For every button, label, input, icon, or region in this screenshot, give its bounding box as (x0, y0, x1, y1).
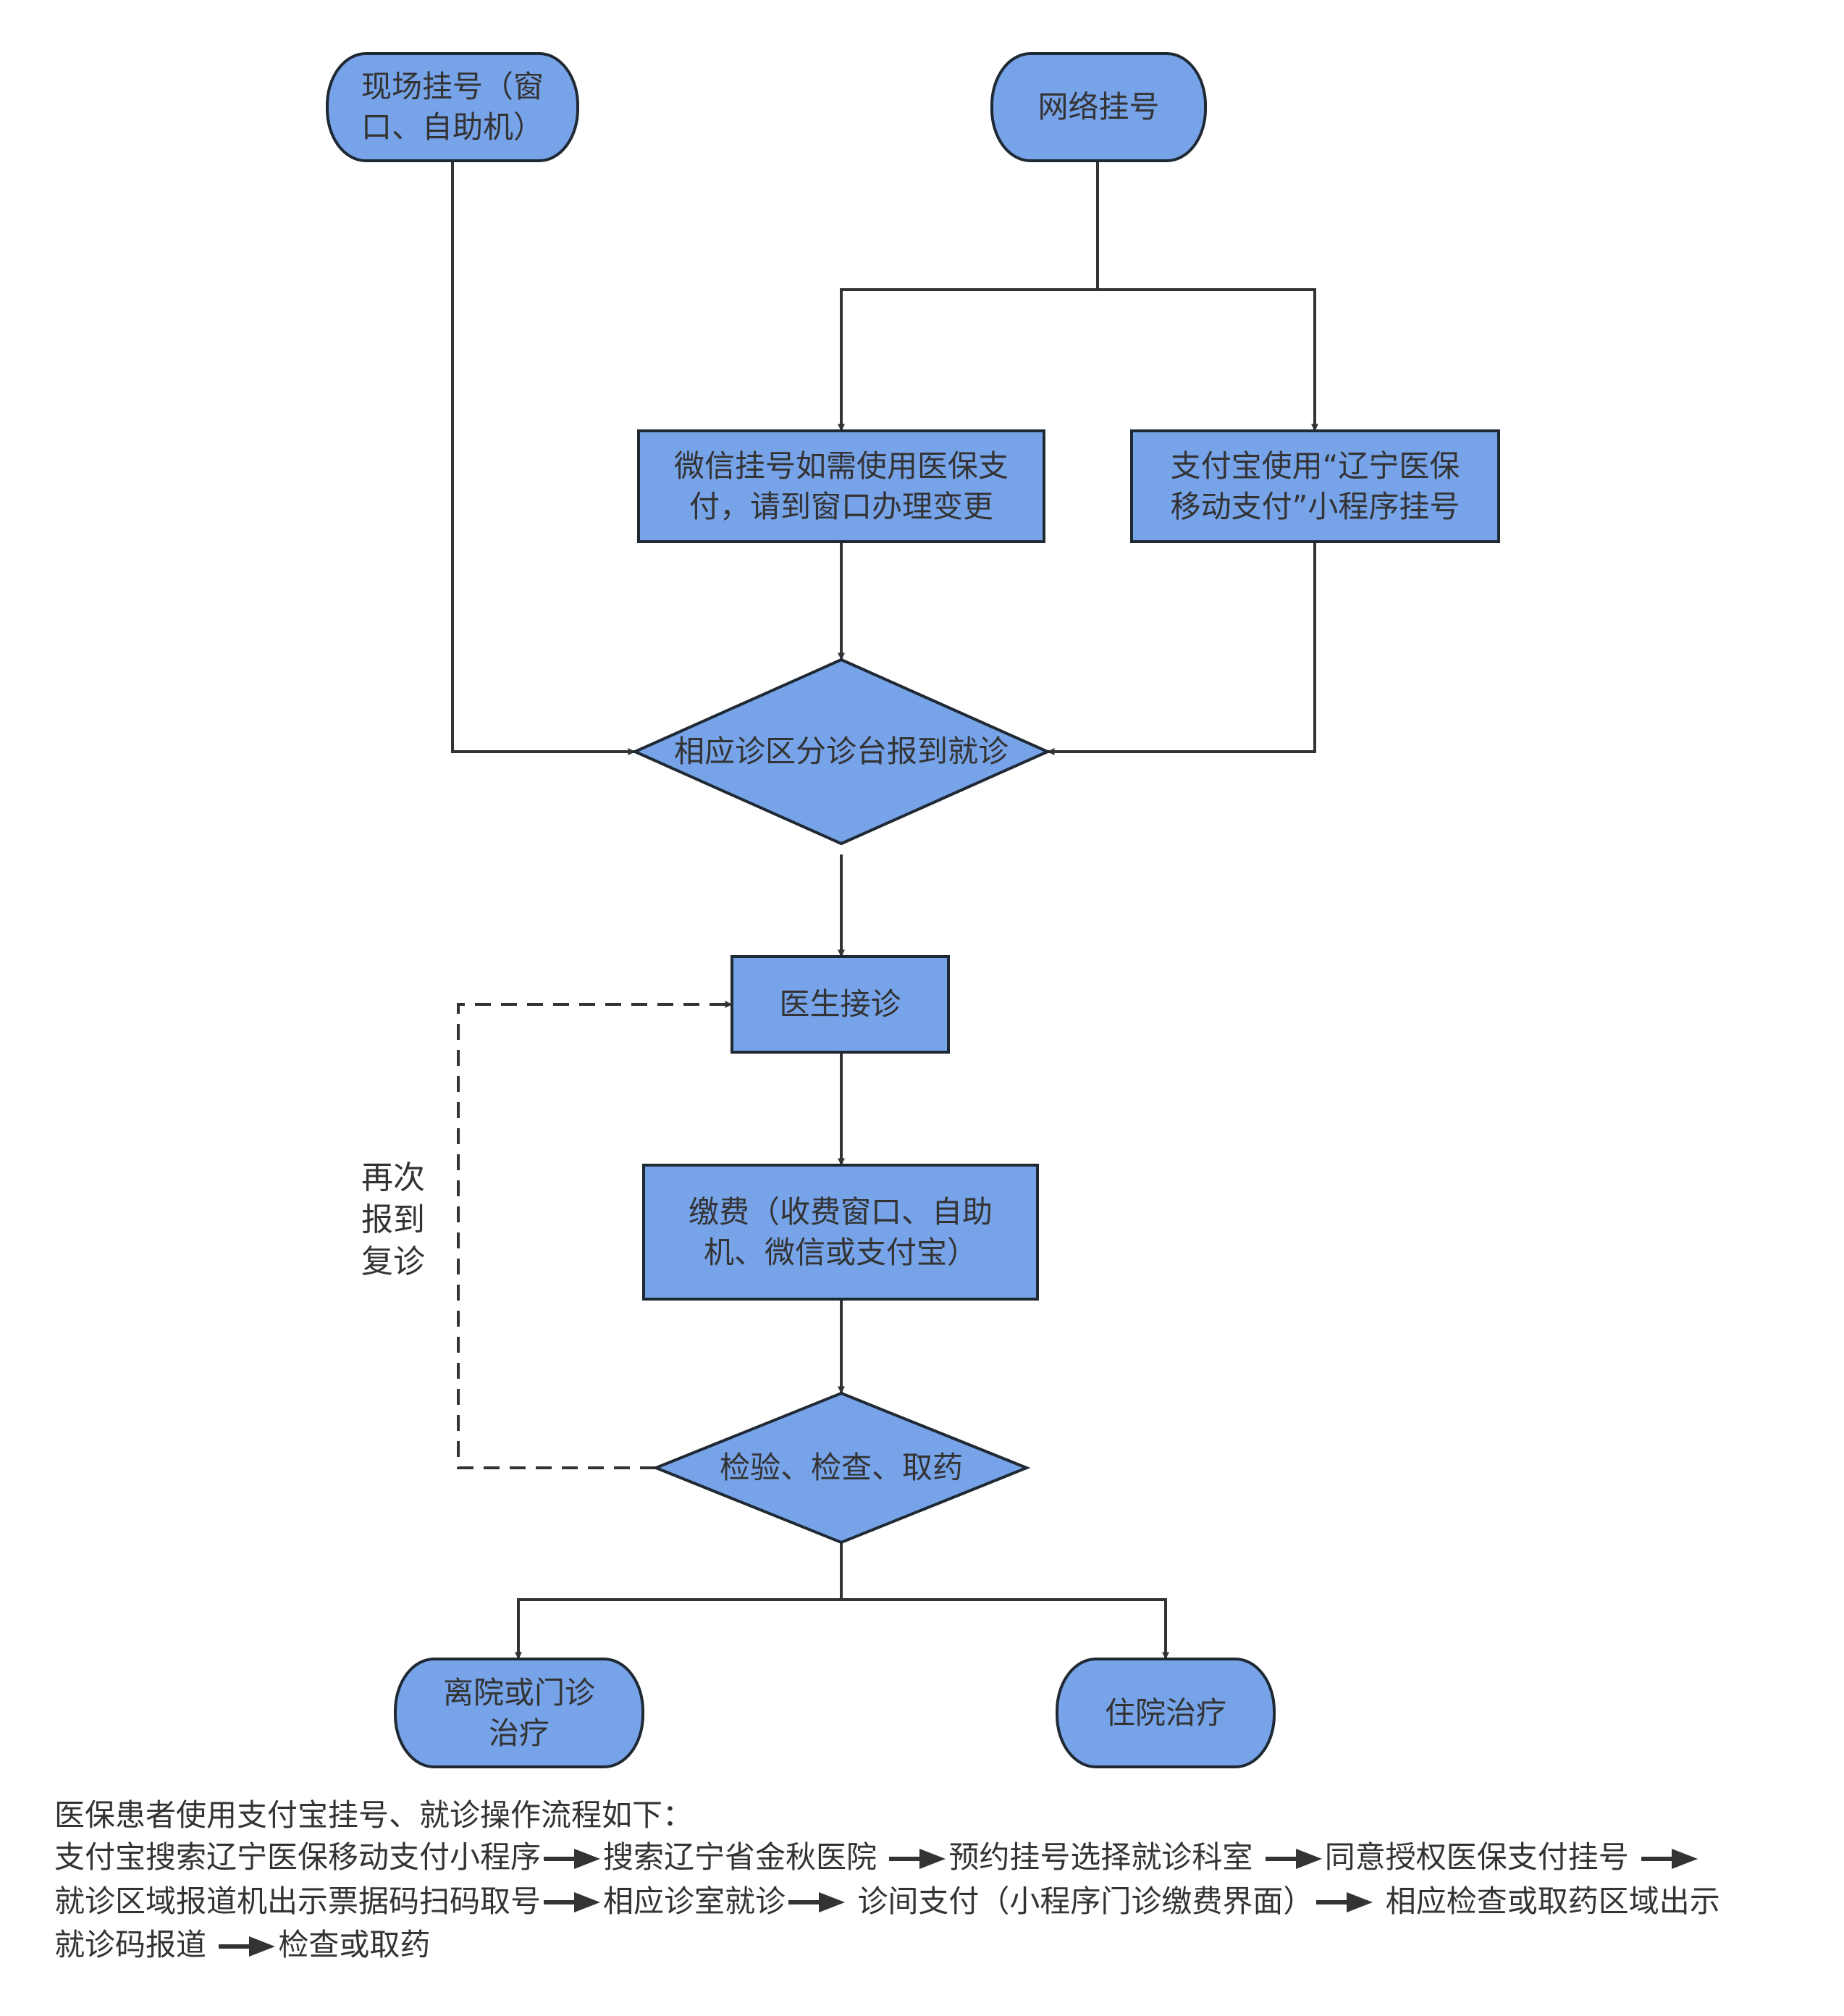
node-line: 移动支付”小程序挂号 (1170, 488, 1460, 524)
shape-triage-checkin (631, 658, 1051, 846)
right-arrow-icon (889, 1839, 946, 1881)
notes-line-3: 就诊码报道 检查或取药 (54, 1924, 1821, 1968)
node-line: 微信挂号如需使用医保支 (673, 448, 1009, 484)
shape-hospitalization (1056, 1658, 1276, 1768)
edge-onsite-registration-to-triage-checkin (451, 161, 636, 755)
node-line: 缴费（收费窗口、自助 (688, 1193, 993, 1230)
notes-step: 支付宝搜索辽宁医保移动支付小程序 (54, 1839, 542, 1875)
loop-edge-label: 再次 报到 复诊 (353, 1157, 433, 1283)
node-line: 付，请到窗口办理变更 (689, 488, 993, 524)
right-arrow-icon (788, 1882, 846, 1924)
node-online-registration[interactable]: 网络挂号 (992, 54, 1205, 161)
edges-layer (451, 161, 1318, 1660)
node-line: 相应诊区分诊台报到就诊 (673, 734, 1009, 769)
node-onsite-registration[interactable]: 现场挂号（窗口、自助机） (327, 54, 578, 161)
shape-wechat-registration (637, 429, 1045, 543)
edge-tests-pharmacy-to-doctor-consultation (457, 1001, 733, 1469)
node-line: 离院或门诊 (442, 1674, 595, 1710)
procedure-notes: 医保患者使用支付宝挂号、就诊操作流程如下： 支付宝搜索辽宁医保移动支付小程序 搜索… (54, 1794, 1821, 1968)
node-line: 医生接诊 (779, 986, 901, 1022)
shape-onsite-registration (326, 52, 579, 162)
edge-online-registration-to-alipay-registration (1098, 288, 1318, 432)
node-line: 网络挂号 (1037, 89, 1160, 125)
edge-alipay-registration-to-triage-checkin (1047, 542, 1316, 755)
node-triage-checkin[interactable]: 相应诊区分诊台报到就诊 (635, 660, 1048, 844)
notes-line-1: 支付宝搜索辽宁医保移动支付小程序 搜索辽宁省金秋医院 预约挂号选择就诊科室 同意授… (54, 1836, 1821, 1881)
nodes-layer (326, 52, 1500, 1768)
node-line: 检验、检查、取药 (719, 1450, 963, 1485)
notes-step: 搜索辽宁省金秋医院 (603, 1839, 877, 1875)
node-line: 支付宝使用“辽宁医保 (1170, 448, 1460, 484)
node-tests-pharmacy[interactable]: 检验、检查、取药 (656, 1393, 1027, 1542)
loop-label-line: 再次 (361, 1159, 425, 1196)
notes-step: 就诊区域报道机出示票据码扫码取号 (54, 1883, 542, 1919)
node-line: 住院治疗 (1104, 1694, 1226, 1731)
shape-payment (642, 1164, 1039, 1301)
notes-step: 预约挂号选择就诊科室 (948, 1839, 1253, 1875)
notes-line-2: 就诊区域报道机出示票据码扫码取号 相应诊室就诊 诊间支付（小程序门诊缴费界面） 相… (54, 1881, 1821, 1925)
node-line: 口、自助机） (361, 109, 544, 145)
node-alipay-registration[interactable]: 支付宝使用“辽宁医保移动支付”小程序挂号 (1132, 431, 1499, 542)
notes-step: 检查或取药 (278, 1927, 431, 1962)
node-hospitalization[interactable]: 住院治疗 (1057, 1659, 1274, 1767)
notes-heading: 医保患者使用支付宝挂号、就诊操作流程如下： (54, 1797, 694, 1833)
loop-label-line: 复诊 (361, 1243, 425, 1280)
node-wechat-registration[interactable]: 微信挂号如需使用医保支付，请到窗口办理变更 (639, 431, 1044, 542)
notes-step: 诊间支付（小程序门诊缴费界面） (857, 1883, 1314, 1919)
shape-tests-pharmacy (652, 1391, 1031, 1545)
notes-step: 相应诊室就诊 (603, 1883, 786, 1919)
right-arrow-icon (1265, 1839, 1322, 1881)
notes-step: 相应检查或取药区域出示 (1385, 1883, 1720, 1919)
edge-tests-pharmacy-to-discharge-outpatient (515, 1542, 843, 1660)
shape-online-registration (990, 52, 1207, 162)
edge-tests-pharmacy-to-hospitalization (841, 1598, 1169, 1660)
node-line: 机、微信或支付宝） (703, 1234, 977, 1270)
node-payment[interactable]: 缴费（收费窗口、自助机、微信或支付宝） (644, 1165, 1037, 1299)
shape-doctor-consultation (731, 955, 950, 1054)
notes-step-continued: 就诊码报道 (54, 1927, 207, 1962)
notes-step: 同意授权医保支付挂号 (1324, 1839, 1629, 1875)
node-doctor-consultation[interactable]: 医生接诊 (732, 957, 948, 1052)
node-line: 现场挂号（窗 (361, 69, 544, 104)
loop-label-line: 报到 (361, 1201, 425, 1238)
node-line: 治疗 (488, 1715, 550, 1751)
right-arrow-icon (544, 1839, 601, 1881)
shape-discharge-outpatient (394, 1658, 644, 1768)
right-arrow-icon (1641, 1839, 1698, 1881)
right-arrow-icon (544, 1882, 601, 1924)
right-arrow-icon (1316, 1882, 1373, 1924)
node-discharge-outpatient[interactable]: 离院或门诊治疗 (395, 1659, 643, 1767)
edge-online-registration-to-wechat-registration (838, 161, 1099, 432)
right-arrow-icon (219, 1926, 276, 1968)
shape-alipay-registration (1130, 429, 1500, 543)
